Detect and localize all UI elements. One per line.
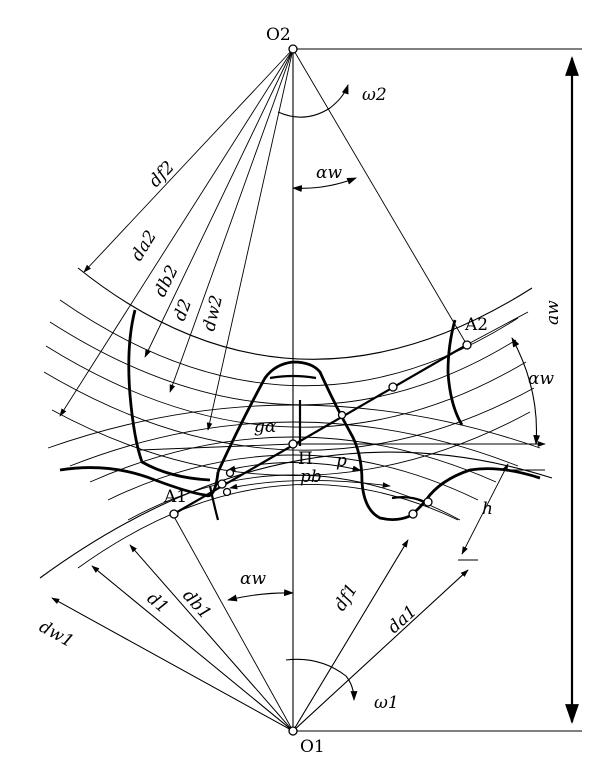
label-omega1: ω1 — [374, 693, 399, 713]
gear-inner-circle — [51, 409, 531, 476]
gear-diameter-rays — [59, 48, 468, 431]
gear-base-circle — [49, 321, 517, 406]
pinion-tooth-left — [59, 466, 220, 498]
label-d-2: d2 — [170, 296, 196, 323]
dim-d1 — [91, 565, 294, 732]
label-a1: A1 — [163, 487, 187, 507]
point-pole — [288, 439, 298, 449]
gear-tooth-tip — [269, 374, 317, 380]
point-a1 — [169, 509, 179, 519]
dim-da1 — [292, 569, 469, 732]
omega2-arc — [277, 84, 349, 118]
alpha-w-top-arc — [292, 177, 357, 193]
point-contact-5 — [423, 497, 433, 507]
pinion-circles — [39, 404, 553, 579]
label-alpha-w-top: αw — [316, 163, 342, 183]
ray-df2 — [83, 48, 294, 273]
gear-tooth-left-flank — [127, 309, 211, 482]
dim-db1 — [129, 544, 294, 732]
label-a-w: aw — [543, 300, 563, 325]
label-g-a: gα — [254, 417, 277, 437]
point-a2 — [462, 340, 472, 350]
gear-root-circle — [77, 267, 533, 360]
point-contact-6 — [408, 509, 418, 519]
alpha-w-bottom-arc — [227, 589, 294, 602]
dim-dw1 — [51, 597, 294, 732]
label-alpha-w-right: αw — [528, 369, 554, 389]
pitch-arc-p — [227, 462, 361, 472]
pinion-outer-arc-1 — [39, 451, 553, 579]
omega1-arc — [285, 658, 358, 701]
height-h-dimension — [461, 463, 509, 555]
label-omega2: ω2 — [362, 85, 387, 105]
label-d-f1: df1 — [330, 580, 362, 614]
ray-db2 — [144, 48, 294, 358]
label-a2: A2 — [464, 315, 488, 335]
alpha-w-right-arc — [511, 337, 541, 445]
point-o1 — [288, 726, 298, 736]
label-p: p — [336, 451, 347, 471]
label-o2: O2 — [266, 25, 291, 45]
gear-circles — [43, 267, 535, 476]
label-d-a2: da2 — [127, 227, 161, 265]
pinion-lower-flank-right — [391, 496, 426, 504]
ray-dw2 — [206, 48, 294, 431]
ray-d2 — [169, 48, 294, 393]
pinion-tooth-right — [409, 467, 541, 518]
gear-working-circle — [43, 371, 535, 451]
point-contact-2 — [222, 487, 232, 497]
contact-points — [169, 44, 472, 736]
pinion-center-tooth — [216, 360, 411, 521]
pole-tangent-left — [139, 443, 294, 451]
pinion-base-circle — [107, 454, 479, 501]
ray-o2-a2 — [292, 48, 468, 346]
label-d-b2: db2 — [151, 262, 183, 300]
label-d-w1: dw1 — [36, 617, 77, 652]
label-h: h — [482, 499, 493, 519]
gear-tooth-right-flank — [446, 319, 464, 426]
line-of-action — [171, 342, 471, 516]
line-of-action-ext — [469, 311, 529, 344]
gear-pitch-circle — [45, 345, 527, 428]
label-d-b1: db1 — [178, 586, 215, 624]
label-pole: П — [298, 449, 313, 469]
label-alpha-w-bottom: αw — [240, 569, 266, 589]
labels: O2 O1 A1 A2 П ω2 ω1 αw αw αw aw df2 da2 … — [36, 25, 563, 757]
point-contact-3 — [388, 382, 398, 392]
pinion-pitch-circle — [89, 436, 497, 483]
point-contact-1 — [217, 479, 227, 489]
point-contact-4 — [337, 410, 347, 420]
pinion-lower-flank-left — [208, 485, 220, 521]
label-p-b: pb — [300, 467, 322, 487]
ray-da2 — [59, 48, 294, 417]
ray-a1 — [171, 512, 294, 732]
point-o2 — [288, 44, 298, 54]
label-d-1: d1 — [143, 589, 172, 618]
point-contact-7 — [225, 468, 235, 478]
label-d-a1: da1 — [384, 602, 421, 638]
label-o1: O1 — [300, 737, 325, 757]
label-d-f2: df2 — [145, 157, 179, 191]
pitch-arc-pb — [229, 480, 391, 490]
dim-df1 — [292, 539, 409, 732]
